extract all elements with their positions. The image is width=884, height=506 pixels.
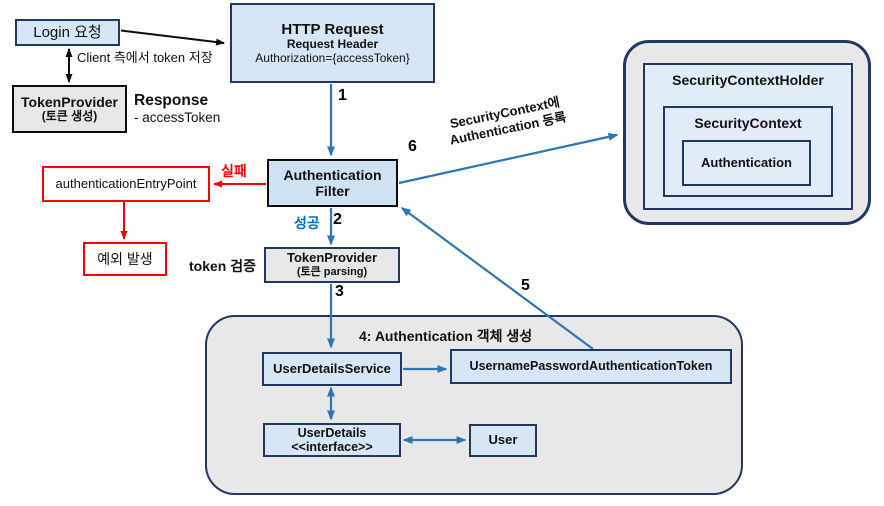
http-request-header: Request Header: [286, 36, 379, 51]
login-request-box: Login 요청: [15, 19, 120, 46]
authentication-label: Authentication: [701, 154, 792, 170]
token-verify-label: token 검증: [189, 258, 256, 274]
authentication-box: Authentication: [682, 140, 811, 186]
user-details-service-label: UserDetailsService: [273, 360, 391, 376]
upat-label: UsernamePasswordAuthenticationToken: [469, 359, 713, 374]
token-provider-parse-subtitle: (토큰 parsing): [296, 266, 368, 279]
step-3-label: 3: [335, 283, 344, 300]
exception-box: 예외 발생: [83, 242, 167, 276]
user-details-service-box: UserDetailsService: [262, 352, 402, 386]
authentication-entry-point-box: authenticationEntryPoint: [42, 166, 210, 202]
arrow-login-to-http: [120, 29, 225, 46]
http-request-authorization: Authorization={accessToken}: [255, 50, 410, 65]
fail-label: 실패: [221, 163, 247, 179]
authentication-filter-box: Authentication Filter: [267, 159, 398, 207]
token-provider-create-subtitle: (토큰 생성): [41, 109, 98, 124]
security-context-label: SecurityContext: [694, 115, 802, 131]
http-request-box: HTTP Request Request Header Authorizatio…: [230, 3, 435, 83]
token-provider-create-box: TokenProvider (토큰 생성): [12, 85, 127, 133]
step-4-label: 4: Authentication 객체 생성: [359, 328, 533, 344]
token-provider-parse-box: TokenProvider (토큰 parsing): [264, 247, 400, 283]
authentication-filter-line2: Filter: [315, 183, 350, 199]
response-access-token: - accessToken: [134, 110, 221, 125]
step-1-label: 1: [338, 87, 347, 104]
client-token-note: Client 측에서 token 저장: [77, 50, 213, 65]
security-context-register-note: SecurityContext에 Authentication 등록: [430, 90, 583, 152]
exception-label: 예외 발생: [97, 250, 153, 267]
user-label: User: [488, 432, 518, 448]
security-context-holder-label: SecurityContextHolder: [672, 72, 824, 88]
step-6-label: 6: [408, 138, 417, 155]
token-provider-parse-title: TokenProvider: [286, 250, 378, 266]
user-details-line2: <<interface>>: [291, 440, 373, 454]
user-box: User: [469, 424, 537, 457]
step-2-label: 2: [333, 211, 342, 228]
login-request-label: Login 요청: [33, 23, 102, 41]
arrow-step-6: [398, 132, 619, 185]
authentication-filter-line1: Authentication: [283, 166, 382, 183]
success-label: 성공: [294, 215, 320, 231]
authentication-entry-point-label: authenticationEntryPoint: [55, 175, 197, 191]
user-details-line1: UserDetails: [297, 425, 367, 440]
user-details-box: UserDetails <<interface>>: [263, 423, 401, 457]
username-password-authentication-token-box: UsernamePasswordAuthenticationToken: [450, 349, 732, 384]
step-5-label: 5: [521, 277, 530, 294]
http-request-title: HTTP Request: [281, 20, 384, 38]
token-provider-create-title: TokenProvider: [21, 94, 118, 111]
response-title: Response: [134, 92, 209, 109]
